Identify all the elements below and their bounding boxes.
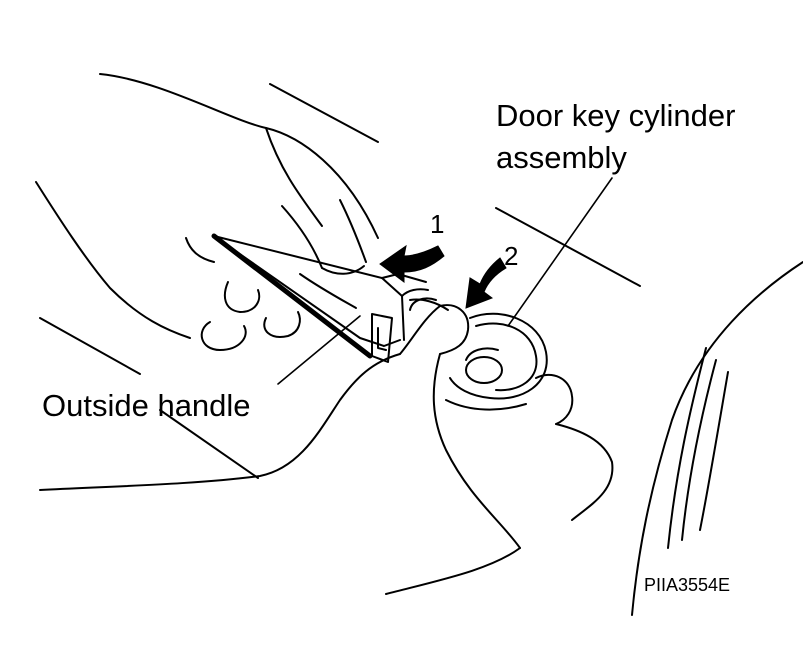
arrow-step-1 xyxy=(379,244,445,283)
right-hand xyxy=(39,297,614,595)
handle-edge-shadow xyxy=(211,233,373,359)
door-edge xyxy=(631,261,803,616)
figure-code: PIIA3554E xyxy=(644,575,731,595)
outside-handle-leader-line xyxy=(277,315,361,385)
arrow-step-2 xyxy=(465,257,507,309)
label-outside-handle: Outside handle xyxy=(42,388,251,423)
step-number-1: 1 xyxy=(430,209,445,239)
door-panel-lines xyxy=(39,83,641,479)
door-key-cylinder xyxy=(449,312,548,400)
label-door-key-cylinder: Door key cylinder xyxy=(496,98,736,133)
door-key-leader-line xyxy=(507,177,613,327)
label-door-key-cylinder-assembly: assembly xyxy=(496,140,627,175)
step-number-2: 2 xyxy=(504,241,519,271)
lower-fingers xyxy=(185,237,301,351)
